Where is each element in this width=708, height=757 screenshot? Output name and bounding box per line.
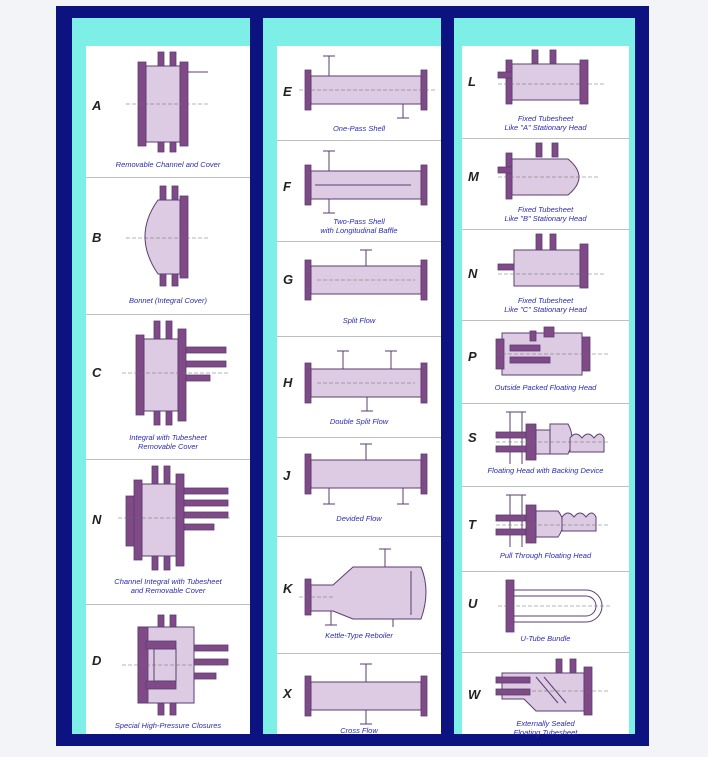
type-caption: Kettle-Type Reboiler — [325, 631, 393, 640]
type-letter: F — [283, 179, 291, 194]
rear-end-cell-p: P Outside Packed Floating Head — [462, 321, 629, 404]
type-letter: N — [468, 266, 478, 281]
type-caption: Double Split Flow — [329, 417, 389, 426]
high-pressure-closure-icon — [122, 614, 229, 716]
type-letter: J — [283, 468, 291, 483]
type-letter: D — [92, 653, 102, 668]
shell-cell-e: E One-Pass Shell — [277, 46, 441, 141]
rear-end-cell-m: M Fixed Tubesheet Like "B" Stationary He… — [462, 139, 629, 230]
type-letter: T — [468, 517, 476, 532]
type-letter: K — [283, 581, 293, 596]
type-caption: Externally Sealed Floating Tubesheet — [513, 719, 578, 737]
front-end-panel: A Removable Channel and Cover B — [86, 46, 250, 734]
type-caption: Channel Integral with Tubesheet and Remo… — [114, 577, 222, 595]
shell-cell-h: H Double Split Flow — [277, 337, 441, 438]
front-end-column: A Removable Channel and Cover B — [72, 18, 250, 734]
kettle-reboiler-icon — [299, 548, 427, 627]
type-letter: X — [283, 686, 292, 701]
type-letter: A — [92, 98, 102, 113]
double-split-flow-icon — [304, 350, 428, 412]
rear-end-cell-s: S Floating Head with Backing Device — [462, 404, 629, 487]
two-pass-shell-icon — [304, 150, 428, 214]
type-caption: Two-Pass Shell with Longitudinal Baffle — [320, 217, 398, 235]
type-caption: Fixed Tubesheet Like "C" Stationary Head — [504, 296, 587, 314]
divided-flow-icon — [304, 443, 428, 505]
u-tube-bundle-icon — [498, 579, 610, 633]
type-letter: P — [468, 349, 477, 364]
type-caption: Outside Packed Floating Head — [494, 383, 597, 392]
shell-cell-f: F Two-Pass Shell with Longitudinal Baffl… — [277, 141, 441, 242]
type-letter: W — [468, 687, 481, 702]
type-caption: Integral with Tubesheet Removable Cover — [129, 433, 207, 451]
floating-head-backing-icon — [495, 411, 608, 464]
type-letter: S — [468, 430, 477, 445]
front-end-cell-d: D Special High-Pressure Closures — [86, 605, 250, 738]
type-caption: Cross Flow — [340, 726, 378, 735]
fixed-tubesheet-b-icon — [497, 142, 598, 200]
type-letter: B — [92, 230, 102, 245]
type-caption: Floating Head with Backing Device — [487, 466, 604, 475]
shell-cell-j: J Devided Flow — [277, 438, 441, 537]
tema-diagram-frame: A Removable Channel and Cover B — [56, 6, 649, 746]
type-caption: Split Flow — [342, 316, 376, 325]
type-caption: Fixed Tubesheet Like "A" Stationary Head — [504, 114, 587, 132]
shell-cell-x: X Cross Flow — [277, 654, 441, 740]
fixed-tubesheet-c-icon — [497, 233, 604, 289]
removable-channel-icon — [126, 51, 208, 153]
shell-cell-k: K Kettle-Type Reboiler — [277, 537, 441, 654]
front-end-cell-b: B Bonnet (Integral Cover) — [86, 178, 250, 315]
rear-end-column: L Fixed Tubesheet Like "A" Stationary He… — [454, 18, 635, 737]
cross-flow-icon — [304, 663, 428, 725]
type-letter: G — [283, 272, 294, 287]
front-end-cell-n: N Channel Integral with Tubesheet and Re… — [86, 460, 250, 605]
shell-panel: E One-Pass Shell F Two-Pass Shell wit — [277, 46, 441, 735]
type-letter: C — [92, 365, 102, 380]
rear-end-cell-t: T Pull Through Floating Head — [462, 487, 629, 572]
pull-through-head-icon — [495, 494, 608, 547]
front-end-cell-c: C Integral with Tubesheet Removable Cove… — [86, 315, 250, 460]
split-flow-icon — [304, 249, 428, 301]
type-caption: Bonnet (Integral Cover) — [129, 296, 207, 305]
fixed-tubesheet-a-icon — [497, 49, 604, 105]
type-caption: Removable Channel and Cover — [115, 160, 221, 169]
rear-end-cell-w: W Externally Sealed Floating Tubesheet — [462, 653, 629, 743]
bonnet-icon — [126, 185, 208, 287]
type-caption: Fixed Tubesheet Like "B" Stationary Head — [504, 205, 587, 223]
rear-end-cell-u: U U-Tube Bundle — [462, 572, 629, 653]
type-caption: Pull Through Floating Head — [499, 551, 592, 560]
one-pass-shell-icon — [299, 55, 435, 119]
shell-cell-g: G Split Flow — [277, 242, 441, 337]
type-caption: One-Pass Shell — [332, 124, 386, 133]
type-letter: E — [283, 84, 292, 99]
type-letter: N — [92, 512, 102, 527]
rear-end-cell-l: L Fixed Tubesheet Like "A" Stationary He… — [462, 46, 629, 139]
type-letter: M — [468, 169, 479, 184]
type-caption: Devided Flow — [336, 514, 382, 523]
type-letter: H — [283, 375, 293, 390]
externally-sealed-tubesheet-icon — [495, 658, 608, 716]
type-caption: Special High-Pressure Closures — [114, 721, 222, 730]
type-letter: L — [468, 74, 476, 89]
front-end-cell-a: A Removable Channel and Cover — [86, 46, 250, 178]
type-caption: U-Tube Bundle — [520, 634, 571, 643]
shell-column: E One-Pass Shell F Two-Pass Shell wit — [263, 18, 441, 735]
packed-floating-head-icon — [495, 326, 608, 376]
rear-end-cell-n: N Fixed Tubesheet Like "C" Stationary He… — [462, 230, 629, 321]
rear-end-panel: L Fixed Tubesheet Like "A" Stationary He… — [462, 46, 629, 737]
integral-tubesheet-icon — [122, 320, 230, 426]
channel-integral-icon — [118, 465, 230, 571]
type-letter: U — [468, 596, 478, 611]
